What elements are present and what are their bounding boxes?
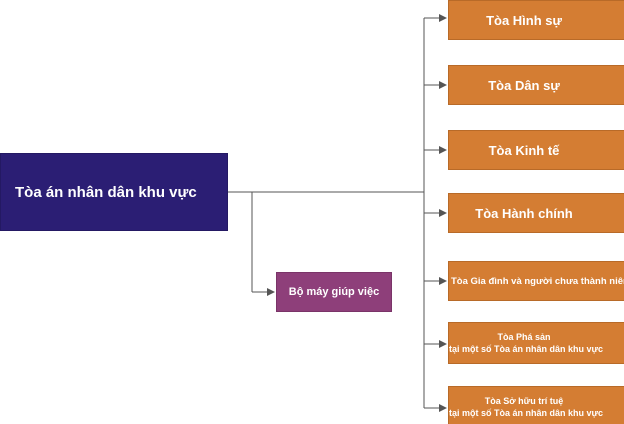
- court-label-line2: tại một số Tòa án nhân dân khu vực: [449, 408, 604, 418]
- court-label: Tòa Hành chính: [475, 205, 573, 221]
- court-node-intellectual-property: Tòa Sở hữu trí tuệ tại một số Tòa án nhâ…: [448, 386, 624, 424]
- helper-label: Bộ máy giúp việc: [288, 286, 380, 298]
- court-node-family-juvenile: Tòa Gia đình và người chưa thành niên: [448, 261, 624, 301]
- court-node-economic: Tòa Kinh tế: [448, 130, 624, 170]
- court-label: Tòa Kinh tế: [488, 142, 560, 158]
- helper-node: Bộ máy giúp việc: [276, 272, 392, 312]
- court-node-criminal: Tòa Hình sự: [448, 0, 624, 40]
- court-label: Tòa Gia đình và người chưa thành niên: [451, 275, 624, 287]
- court-label-line1: Tòa Sở hữu trí tuệ: [484, 396, 564, 406]
- court-label-line1: Tòa Phá sản: [497, 332, 551, 342]
- court-node-civil: Tòa Dân sự: [448, 65, 624, 105]
- court-label-line2: tại một số Tòa án nhân dân khu vực: [449, 344, 604, 354]
- root-label: Tòa án nhân dân khu vực: [15, 183, 197, 201]
- court-node-bankruptcy: Tòa Phá sản tại một số Tòa án nhân dân k…: [448, 322, 624, 364]
- root-node: Tòa án nhân dân khu vực: [0, 153, 228, 231]
- court-label: Tòa Dân sự: [488, 77, 560, 93]
- court-label: Tòa Hình sự: [486, 12, 562, 28]
- court-node-administrative: Tòa Hành chính: [448, 193, 624, 233]
